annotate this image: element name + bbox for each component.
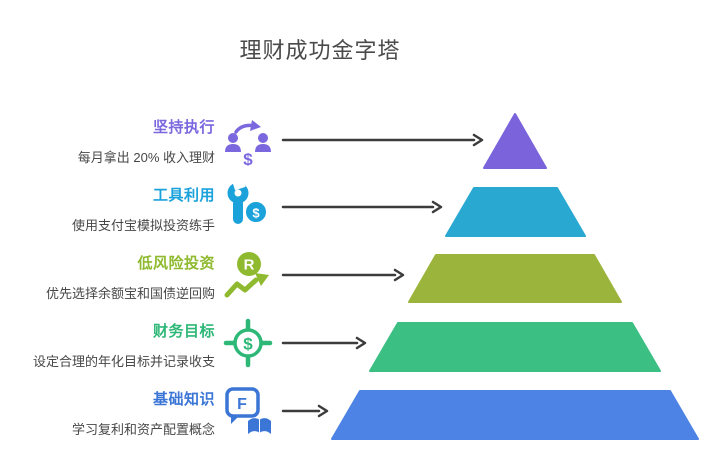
pyramid-layer-5 [331,390,699,440]
wrench-dollar-icon: $ [222,181,274,233]
svg-text:$: $ [243,150,253,166]
row-text-4: 财务目标 设定合理的年化目标并记录收支 [0,324,215,370]
pyramid-layer-1 [483,113,547,169]
svg-text:$: $ [243,335,253,354]
row-label-2: 工具利用 [152,187,215,204]
row-text-1: 坚持执行 每月拿出 20% 收入理财 [0,120,215,166]
connector-arrows [281,133,484,418]
row-description-2: 使用支付宝模拟投资练手 [71,218,215,233]
row-label-3: 低风险投资 [137,255,215,272]
row-description-4: 设定合理的年化目标并记录收支 [32,354,215,369]
row-label-1: 坚持执行 [152,119,215,136]
row-label-4: 财务目标 [152,323,215,340]
row-description-3: 优先选择余额宝和国债逆回购 [45,286,215,301]
people-exchange-dollar-icon: $ [222,114,274,166]
row-description-1: 每月拿出 20% 收入理财 [77,150,215,165]
row-description-5: 学习复利和资产配置概念 [71,422,215,437]
svg-text:$: $ [252,206,260,221]
pyramid-layer-3 [408,254,622,303]
pyramid-layer-2 [445,187,586,237]
svg-text:F: F [237,396,247,413]
r-circle-trend-icon: R [222,249,274,301]
row-label-5: 基础知识 [152,391,215,408]
pyramid [331,113,699,440]
dollar-target-icon: $ [222,317,274,369]
row-text-5: 基础知识 学习复利和资产配置概念 [0,392,215,438]
row-text-3: 低风险投资 优先选择余额宝和国债逆回购 [0,256,215,302]
row-text-2: 工具利用 使用支付宝模拟投资练手 [0,188,215,234]
f-card-book-icon: F [222,385,274,437]
page-title: 理财成功金字塔 [239,38,401,63]
svg-text:R: R [244,257,255,274]
pyramid-layer-4 [369,322,661,372]
